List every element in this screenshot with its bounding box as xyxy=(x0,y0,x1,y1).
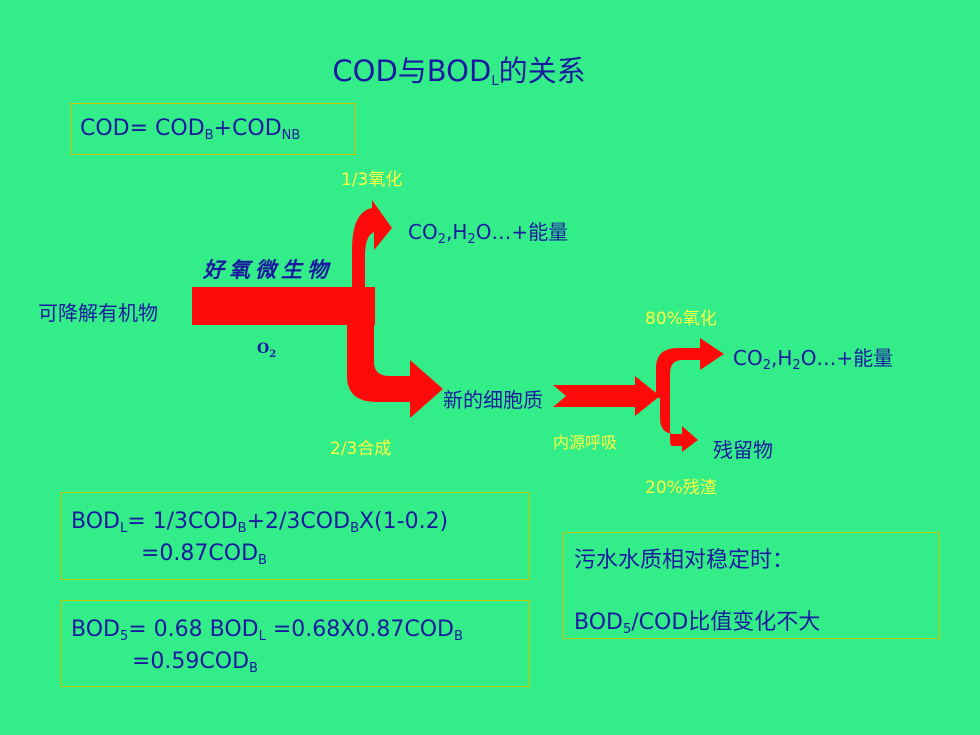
label-oxidation-80: 80%氧化 xyxy=(645,309,717,329)
label-degradable-organics: 可降解有机物 xyxy=(38,301,158,325)
oxidation-branch-arrow xyxy=(352,200,392,288)
label-aerobic-microbes: 好氧微生物 xyxy=(203,257,333,282)
label-synthesis-two-thirds: 2/3合成 xyxy=(330,439,392,459)
label-endogenous-respiration: 内源呼吸 xyxy=(553,433,618,452)
bodl-formula-line2: =0.87CODB xyxy=(141,541,267,568)
label-o2: O2 xyxy=(257,341,277,360)
note-line1: 污水水质相对稳定时： xyxy=(574,548,795,573)
cod-formula: COD= CODB+CODNB xyxy=(80,116,301,143)
page-title: COD与BODL的关系 xyxy=(332,54,586,89)
label-residue: 残留物 xyxy=(713,438,773,462)
stability-note-box: 污水水质相对稳定时： BOD5/COD比值变化不大 xyxy=(563,532,940,639)
bodl-formula-line1: BODL= 1/3CODB+2/3CODBX(1-0.2) xyxy=(71,509,449,536)
bodl-formula-box: BODL= 1/3CODB+2/3CODBX(1-0.2) =0.87CODB xyxy=(61,492,530,580)
bod5-formula-box: BOD5= 0.68 BODL =0.68X0.87CODB =0.59CODB xyxy=(61,600,530,687)
label-oxidation-third: 1/3氧化 xyxy=(341,170,403,190)
bod5-formula-line2: =0.59CODB xyxy=(132,649,258,676)
residue-arrow xyxy=(660,396,698,452)
label-co2-energy-1: CO2,H2O…+能量 xyxy=(408,220,569,247)
label-residue-20: 20%残渣 xyxy=(645,478,717,498)
label-new-cell-matter: 新的细胞质 xyxy=(443,388,543,412)
main-flow-bar xyxy=(192,287,375,325)
oxidation-80-arrow xyxy=(656,338,724,398)
note-line2: BOD5/COD比值变化不大 xyxy=(574,610,821,637)
endogenous-arrow xyxy=(553,376,660,416)
bod5-formula-line1: BOD5= 0.68 BODL =0.68X0.87CODB xyxy=(71,617,463,644)
synthesis-branch-arrow xyxy=(347,324,443,418)
cod-formula-box: COD= CODB+CODNB xyxy=(70,103,356,155)
label-co2-energy-2: CO2,H2O…+能量 xyxy=(733,346,894,373)
